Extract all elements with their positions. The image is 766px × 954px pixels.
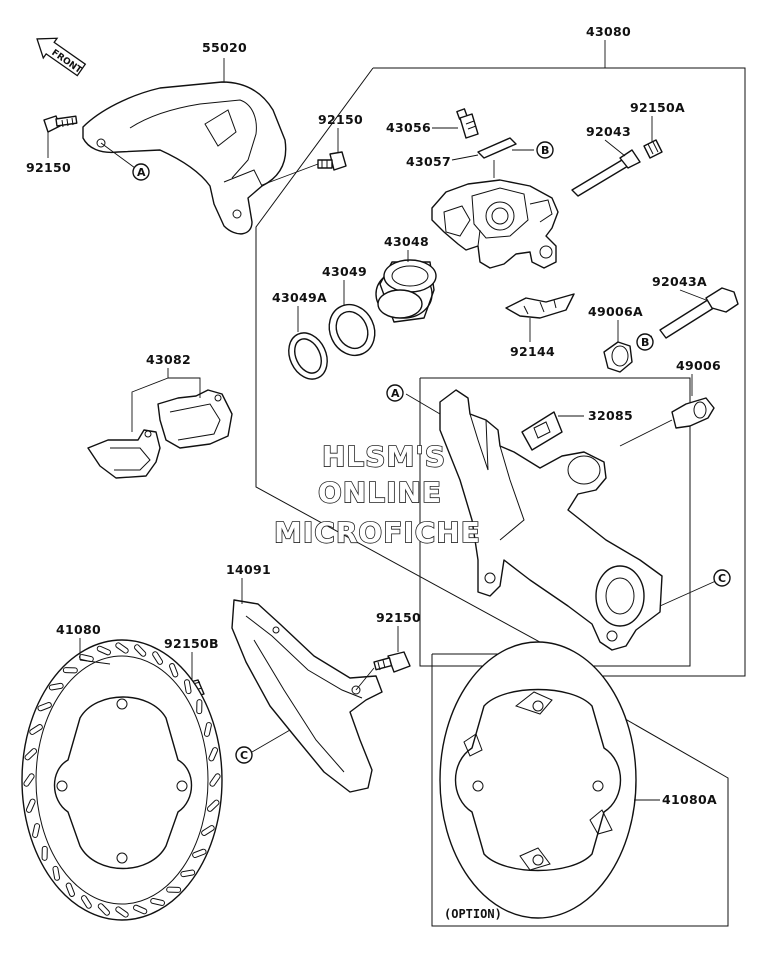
disc-slot [166,886,182,893]
option-brake-disc [439,641,637,919]
label-32085: 32085 [588,408,633,423]
disc-slot [25,798,36,813]
svg-text:B: B [641,336,649,349]
brake-disc [21,639,223,921]
label-43049: 43049 [322,264,367,279]
option-label: (OPTION) [444,907,502,921]
svg-text:A: A [137,166,146,179]
bolt-92150-top-right [317,151,347,171]
callout-c-right: C [713,569,731,587]
svg-text:C: C [240,749,248,762]
disc-slot [96,645,111,656]
disc-slot [48,682,64,691]
callout-b-top: B [536,141,554,159]
bolt-92150-top-left [43,115,78,133]
disc-slot [115,906,129,918]
disc-slot [52,865,61,881]
label-92144: 92144 [510,344,555,359]
label-43048: 43048 [384,234,429,249]
caliper-bracket-frame [419,377,691,667]
disc-slot [169,663,179,678]
callout-b-mid: B [636,333,654,351]
disc-slot [24,748,38,761]
pad-spring [505,293,575,319]
caliper-cap [477,137,517,159]
label-49006A: 49006A [588,304,643,319]
brake-pads [87,389,233,479]
disc-slot [180,869,196,878]
label-92150-top-left: 92150 [26,160,71,175]
disc-slot [32,823,41,838]
boot-49006A [603,341,633,373]
label-14091: 14091 [226,562,271,577]
boot-49006 [671,397,715,429]
label-43082: 43082 [146,352,191,367]
dust-seal [288,332,328,380]
caliper-guard [82,81,287,235]
disc-slot [65,882,75,897]
bolt-92150-mid [373,651,411,673]
callout-a-mid: A [386,384,404,402]
disc-guard [231,599,383,793]
disc-slot [134,644,147,657]
label-92043: 92043 [586,124,631,139]
disc-slot [152,651,164,665]
label-49006: 49006 [676,358,721,373]
disc-slot [206,799,220,812]
label-92043A: 92043A [652,274,707,289]
disc-slot [29,724,43,735]
label-43049A: 43049A [272,290,327,305]
watermark-line-1: HLSM'S [322,440,446,473]
label-41080A: 41080A [662,792,717,807]
caliper-body [431,179,559,269]
caliper-pin-92043A [659,287,739,339]
disc-slot [192,848,207,858]
callout-a-top: A [132,163,150,181]
disc-slot [115,642,129,654]
disc-slot [208,747,219,762]
disc-slot [196,699,203,715]
caliper-bracket [439,389,663,651]
disc-slot [62,667,78,674]
label-43080: 43080 [586,24,631,39]
disc-slot [80,895,92,909]
svg-text:C: C [718,572,726,585]
pad-clip [521,411,563,451]
disc-slot [209,773,221,787]
label-92150B: 92150B [164,636,219,651]
label-92150-top-right: 92150 [318,112,363,127]
watermark-line-2: ONLINE [318,476,442,509]
label-43056: 43056 [386,120,431,135]
label-43057: 43057 [406,154,451,169]
caliper-pin [571,149,641,197]
plug-92150A [643,139,663,159]
caliper-piston [375,259,437,323]
svg-text:A: A [391,387,400,400]
label-41080: 41080 [56,622,101,637]
front-arrow-icon: FRONT [36,37,87,77]
disc-slot [97,903,110,916]
svg-text:B: B [541,144,549,157]
disc-slot [203,722,212,737]
callout-c-left: C [235,746,253,764]
piston-seal [328,303,376,357]
disc-slot [41,845,48,861]
disc-slot [201,825,215,836]
label-55020: 55020 [202,40,247,55]
disc-slot [150,897,165,906]
disc-slot [23,773,35,787]
disc-slot [37,702,52,712]
label-92150A: 92150A [630,100,685,115]
watermark-line-3: MICROFICHE [274,516,481,549]
label-92150-mid: 92150 [376,610,421,625]
disc-slot [183,679,192,695]
bleed-valve [456,108,479,139]
disc-slot [133,904,148,915]
